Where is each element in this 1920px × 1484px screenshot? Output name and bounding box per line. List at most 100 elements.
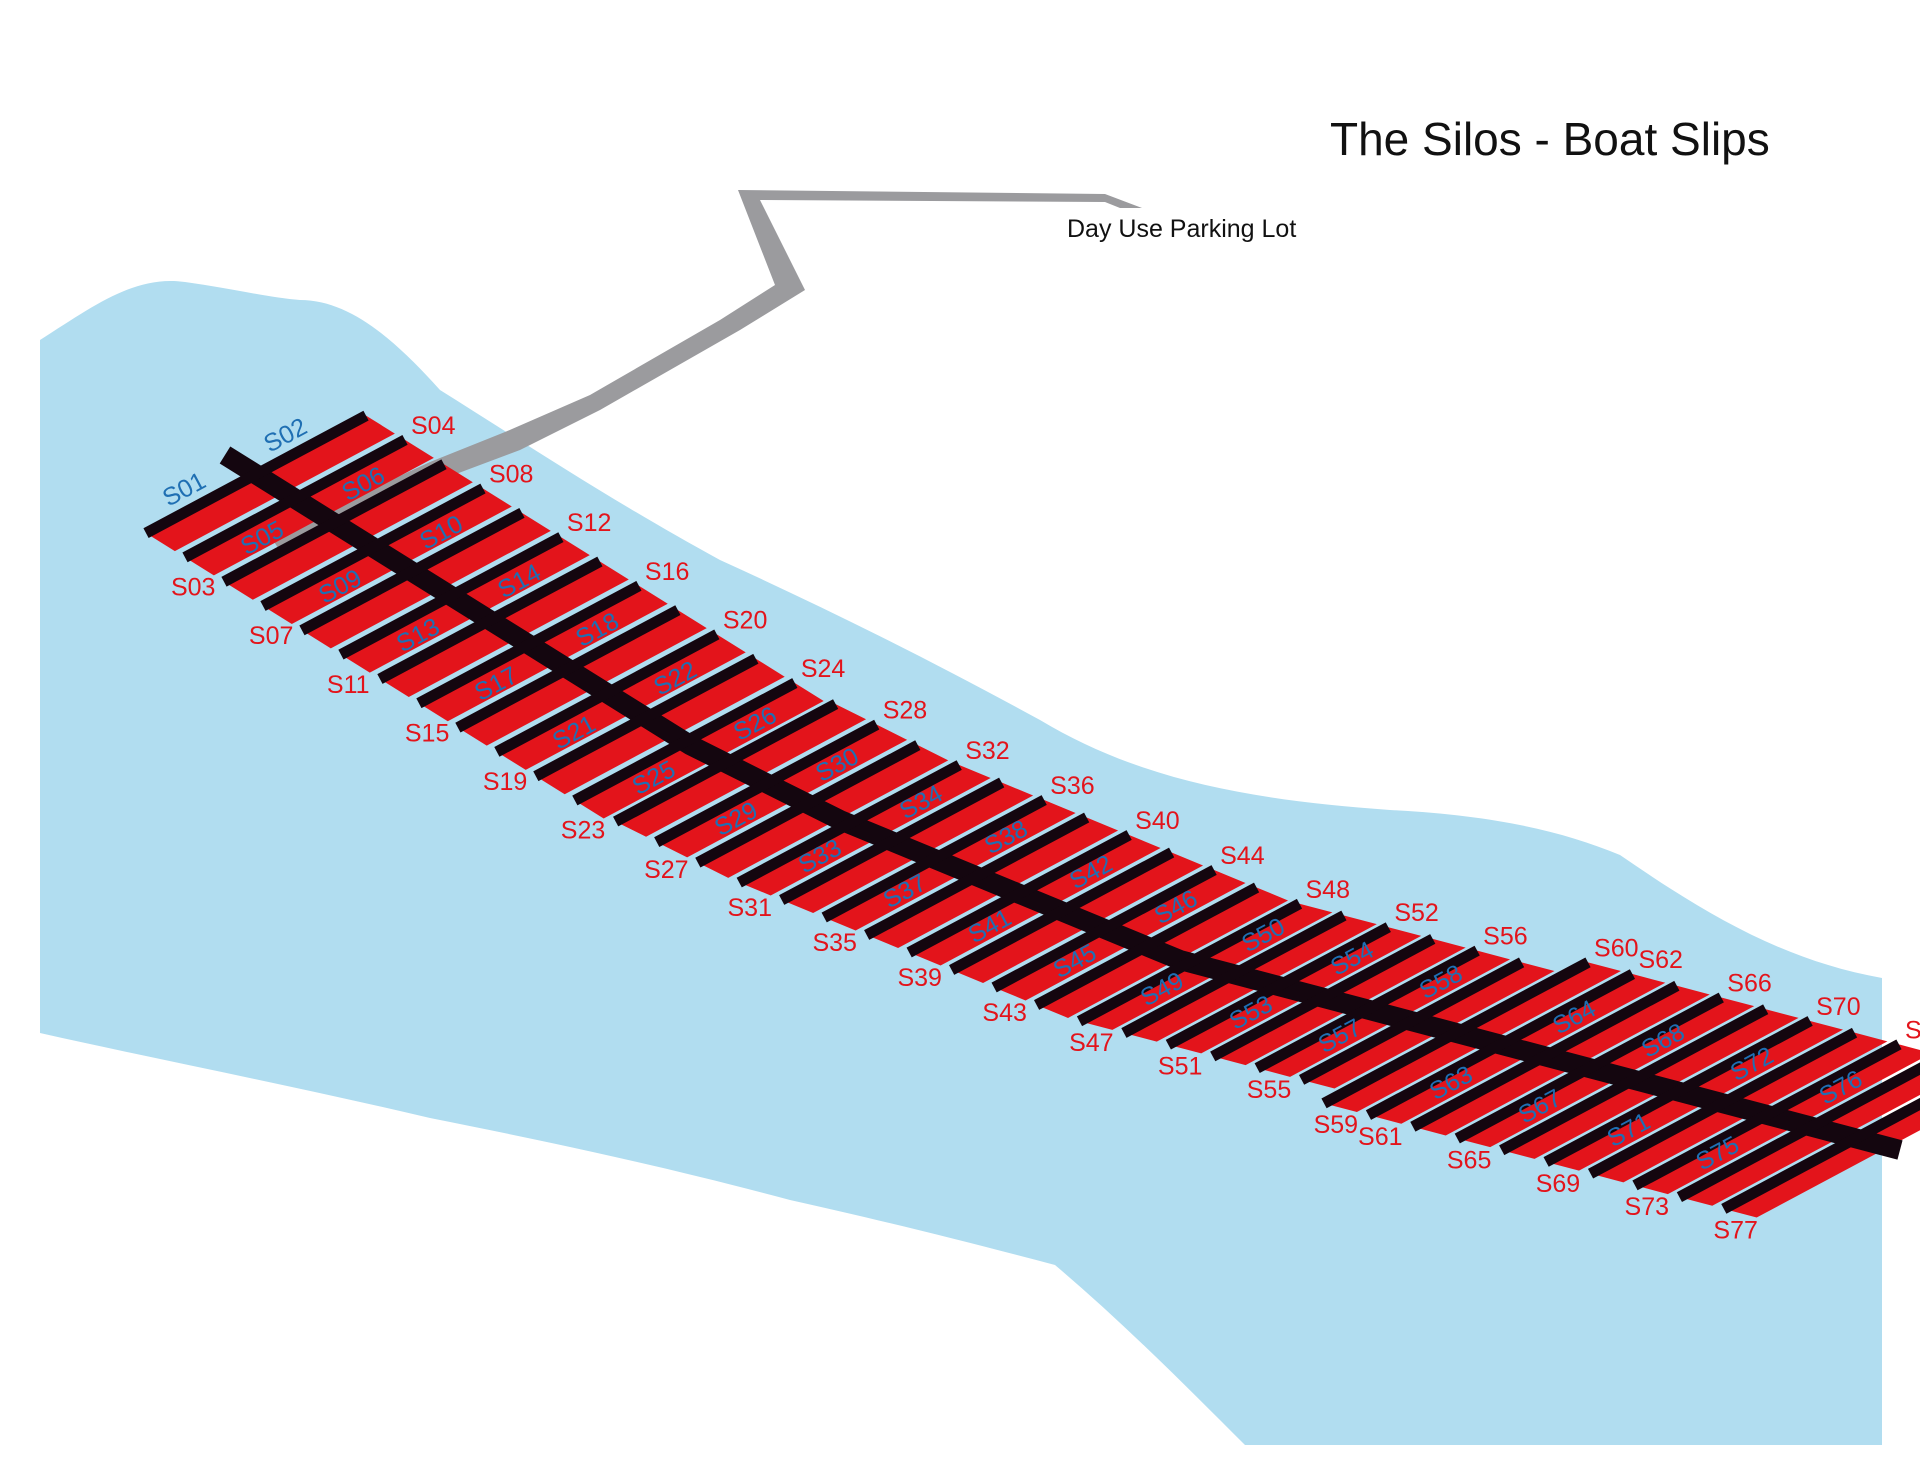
slip-s31[interactable] — [739, 823, 881, 896]
slip-s01[interactable] — [146, 474, 285, 552]
finger-pier — [1034, 882, 1260, 1010]
slip-s70[interactable] — [1678, 1020, 1843, 1101]
finger-pier — [1321, 957, 1591, 1109]
page-title: The Silos - Boat Slips — [1330, 113, 1770, 165]
slip-s50[interactable] — [1233, 915, 1377, 983]
slip-s45[interactable] — [1036, 946, 1179, 1018]
slip-s34[interactable] — [891, 782, 1034, 855]
dock-layer — [143, 410, 1920, 1214]
slip-s68[interactable] — [1633, 1009, 1799, 1089]
finger-pier — [377, 556, 603, 684]
slip-s66[interactable] — [1589, 997, 1755, 1077]
parking-lot-label: Day Use Parking Lot — [1067, 215, 1296, 243]
slip-s39[interactable] — [909, 893, 1051, 966]
slip-s53[interactable] — [1212, 997, 1356, 1066]
slip-s63[interactable] — [1412, 1056, 1578, 1136]
slip-s47[interactable] — [1079, 962, 1223, 1030]
slip-s26[interactable] — [725, 704, 867, 779]
slip-s08[interactable] — [372, 488, 512, 566]
slip-s36[interactable] — [934, 800, 1076, 872]
slip-s69[interactable] — [1546, 1091, 1711, 1171]
slip-s58[interactable] — [1411, 962, 1555, 1030]
slip-s55[interactable] — [1257, 1009, 1401, 1077]
slip-s12[interactable] — [450, 537, 590, 614]
slip-s11[interactable] — [340, 595, 480, 673]
slip-s67[interactable] — [1501, 1079, 1667, 1159]
slip-s42[interactable] — [1061, 852, 1204, 925]
slip-s13[interactable] — [379, 620, 519, 697]
slip-label-s28: S28 — [883, 697, 927, 725]
slip-s02[interactable] — [256, 415, 395, 493]
slip-s75[interactable] — [1679, 1126, 1845, 1206]
slip-s25[interactable] — [615, 762, 757, 837]
slip-s57[interactable] — [1301, 1021, 1445, 1089]
slip-s60[interactable] — [1456, 962, 1621, 1042]
slip-s27[interactable] — [656, 783, 798, 858]
slip-s23[interactable] — [574, 741, 714, 819]
slip-s32[interactable] — [849, 765, 991, 837]
slip-s37[interactable] — [866, 876, 1009, 948]
slip-label-s12: S12 — [567, 509, 611, 537]
finger-pier — [1499, 1004, 1769, 1156]
slip-s71[interactable] — [1590, 1103, 1756, 1183]
slip-s09[interactable] — [301, 571, 441, 649]
slip-label-s51: S51 — [1158, 1053, 1202, 1081]
slip-s59[interactable] — [1324, 1032, 1489, 1113]
slip-s33[interactable] — [781, 841, 924, 913]
slip-s56[interactable] — [1367, 950, 1511, 1019]
slip-s74[interactable] — [1766, 1044, 1920, 1124]
slip-label-s52: S52 — [1394, 899, 1438, 927]
slip-s10[interactable] — [411, 512, 551, 590]
slip-s43[interactable] — [994, 928, 1136, 1001]
slip-s19[interactable] — [496, 693, 636, 770]
slip-s62[interactable] — [1500, 974, 1666, 1054]
slip-s72[interactable] — [1722, 1032, 1888, 1112]
finger-pier — [338, 532, 564, 660]
slip-s48[interactable] — [1189, 903, 1333, 972]
slip-s73[interactable] — [1634, 1114, 1800, 1195]
slip-s30[interactable] — [807, 745, 949, 820]
slip-s38[interactable] — [976, 817, 1119, 890]
slip-s17[interactable] — [457, 668, 597, 746]
finger-pier — [1632, 1039, 1902, 1191]
slip-s64[interactable] — [1544, 985, 1710, 1065]
finger-pier — [1365, 969, 1636, 1120]
slip-s35[interactable] — [824, 858, 966, 931]
slip-s46[interactable] — [1146, 887, 1289, 960]
slip-s20[interactable] — [606, 634, 746, 712]
slip-s07[interactable] — [262, 547, 402, 625]
slip-s41[interactable] — [951, 911, 1094, 983]
slip-s61[interactable] — [1368, 1044, 1534, 1124]
slip-s06[interactable] — [333, 464, 473, 541]
slip-label-s44: S44 — [1220, 842, 1265, 870]
slip-s29[interactable] — [697, 803, 839, 878]
slip-label-s47: S47 — [1069, 1029, 1113, 1057]
slip-label-s27: S27 — [644, 856, 688, 884]
slip-s21[interactable] — [535, 717, 675, 795]
slip-s44[interactable] — [1104, 870, 1246, 942]
slip-s40[interactable] — [1019, 835, 1161, 907]
slip-s28[interactable] — [766, 724, 908, 799]
slip-s52[interactable] — [1278, 927, 1422, 995]
slip-s54[interactable] — [1322, 938, 1466, 1007]
slip-s65[interactable] — [1457, 1068, 1623, 1148]
slip-s04[interactable] — [295, 439, 434, 517]
slip-s77[interactable] — [1723, 1138, 1889, 1218]
slip-s22[interactable] — [645, 658, 785, 736]
slip-s16[interactable] — [528, 585, 668, 663]
slip-label-s04: S04 — [411, 412, 456, 440]
slip-s14[interactable] — [489, 561, 629, 639]
finger-pier — [1076, 898, 1303, 1027]
slip-s05[interactable] — [223, 522, 363, 600]
finger-pier — [299, 507, 525, 636]
slip-s51[interactable] — [1168, 985, 1312, 1054]
slip-s49[interactable] — [1123, 974, 1267, 1042]
slip-s03[interactable] — [185, 498, 324, 576]
slip-label-s59: S59 — [1314, 1111, 1358, 1139]
slip-s24[interactable] — [684, 683, 824, 760]
finger-pier — [572, 678, 798, 806]
slip-label-s03: S03 — [171, 574, 215, 602]
slip-s15[interactable] — [418, 644, 558, 722]
slip-label-s23: S23 — [561, 817, 605, 845]
slip-s18[interactable] — [567, 610, 707, 687]
